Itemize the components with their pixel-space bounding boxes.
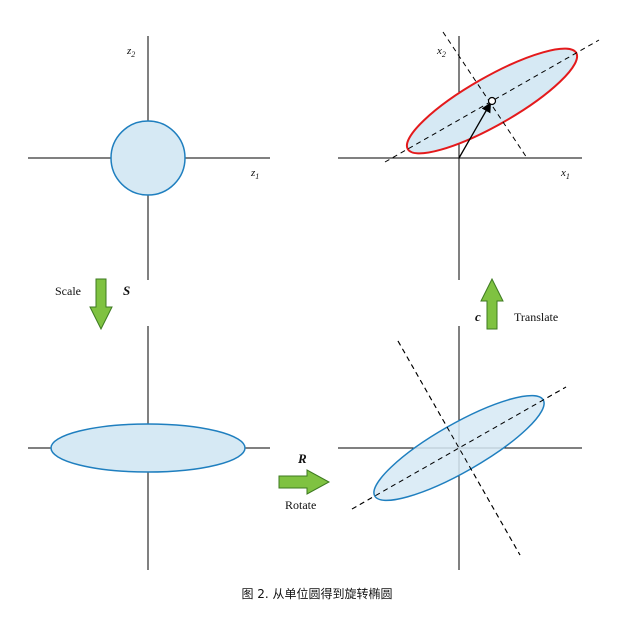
panel-unit-circle: z2 z1 — [28, 36, 270, 280]
figure-caption: 图 2. 从单位圆得到旋转椭圆 — [241, 586, 392, 601]
translate-arrow — [480, 277, 504, 330]
scaled-ellipse — [50, 423, 246, 473]
rotate-label: Rotate — [285, 498, 316, 512]
panel-translated: x2 x1 — [338, 31, 600, 280]
x1-axis-label: x1 — [560, 167, 570, 181]
rotate-step: R Rotate — [278, 451, 331, 512]
scale-arrow — [89, 278, 113, 331]
translate-label: Translate — [514, 310, 558, 324]
center-point — [487, 96, 497, 106]
z2-axis-label: z2 — [126, 45, 135, 59]
rotate-symbol: R — [297, 451, 307, 466]
unit-circle — [110, 120, 186, 196]
translate-symbol: c — [475, 309, 481, 324]
x2-axis-label: x2 — [436, 45, 446, 59]
scale-label: Scale — [55, 284, 81, 298]
translation-vector — [458, 102, 491, 159]
scale-step: Scale S — [55, 278, 130, 331]
panel-rotated — [338, 326, 582, 570]
z1-axis-label: z1 — [250, 167, 259, 181]
minor-axis-dashed — [442, 31, 528, 159]
panel-scaled — [28, 326, 270, 570]
scale-symbol: S — [123, 283, 130, 298]
translate-step: c Translate — [475, 277, 558, 330]
rotate-arrow — [278, 469, 331, 495]
